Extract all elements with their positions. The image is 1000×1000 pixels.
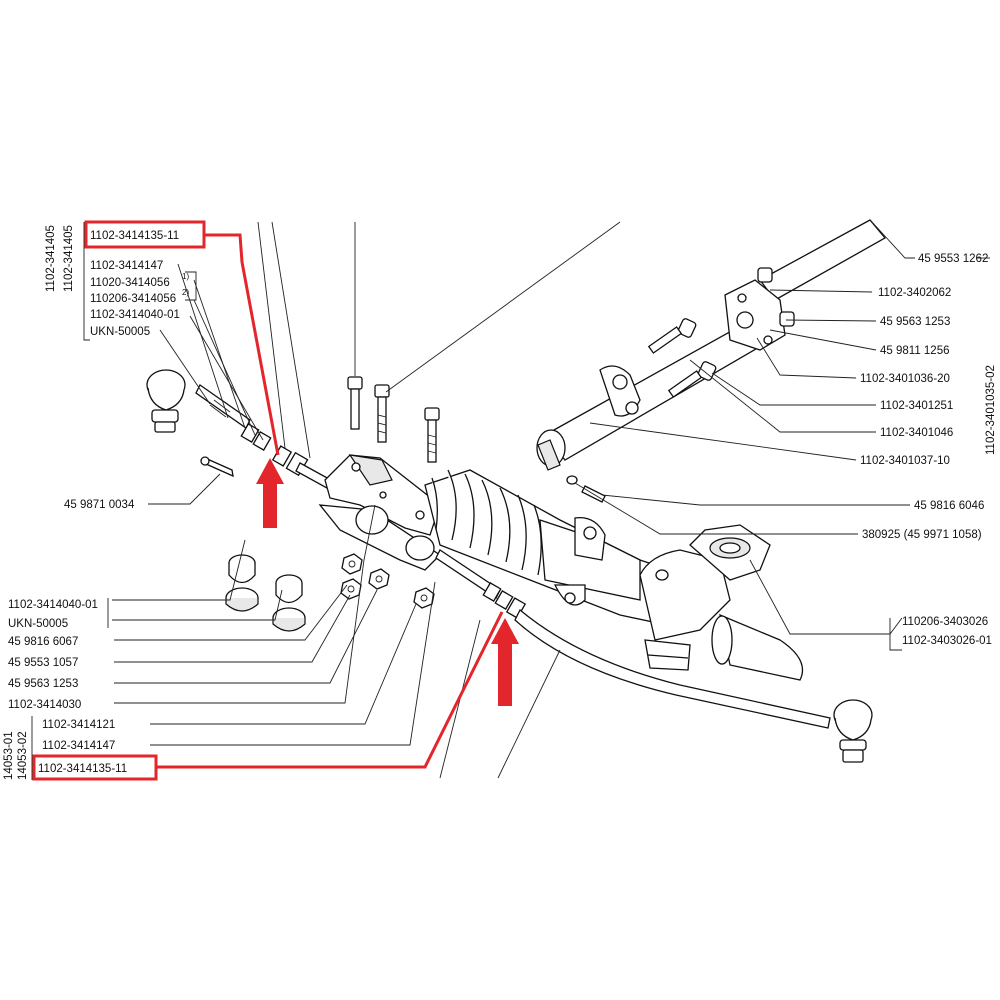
rubber-bushings: [225, 554, 306, 632]
label-b6: 1102-3414030: [8, 699, 81, 711]
cotter-pin: [200, 456, 234, 478]
label-r11: 1102-3403026-01: [902, 635, 992, 647]
label-r1: 1102-3402062: [878, 287, 951, 299]
highlight-line-top: [204, 233, 280, 456]
small-nuts: [340, 553, 435, 609]
label-b4: 45 9553 1057: [8, 657, 78, 669]
label-b5: 45 9563 1253: [8, 678, 78, 690]
label-l5: UKN-50005: [90, 326, 150, 338]
label-l2-note: 1): [182, 272, 189, 281]
label-l4: 1102-3414040-01: [90, 309, 180, 321]
label-b1: 1102-3414040-01: [8, 599, 98, 611]
label-l1: 1102-3414147: [90, 260, 163, 272]
label-r3: 45 9811 1256: [880, 345, 950, 357]
label-r7: 1102-3401037-10: [860, 455, 950, 467]
label-b3: 45 9816 6067: [8, 636, 78, 648]
highlight-arrow-up-left: [256, 458, 284, 528]
label-r0: 45 9553 1262: [918, 253, 988, 265]
label-r10: 110206-3403026: [902, 616, 988, 628]
label-b2: UKN-50005: [8, 618, 68, 630]
label-l3: 110206-3414056: [90, 293, 176, 305]
drawing: [31, 219, 990, 780]
label-r8: 45 9816 6046: [914, 500, 984, 512]
right-tie-rod: [435, 549, 873, 763]
label-vertical-1: 1102-341405: [45, 225, 57, 292]
steering-column: [536, 219, 886, 503]
label-highlight-top: 1102-3414135-11: [90, 230, 179, 242]
label-vertical-4: 14053-02: [17, 731, 29, 780]
upper-bolts: [347, 376, 440, 463]
highlight-line-bottom: [156, 611, 504, 769]
highlights: [32, 220, 519, 781]
label-l2: 11020-3414056: [90, 277, 170, 289]
highlight-arrow-up-right: [491, 618, 519, 706]
label-b8: 1102-3414147: [42, 740, 115, 752]
left-tie-rod: [146, 369, 341, 494]
label-vertical-3: 14053-01: [3, 731, 15, 780]
label-r4: 1102-3401036-20: [860, 373, 950, 385]
label-b7: 1102-3414121: [42, 719, 115, 731]
label-vertical-2: 1102-341405: [63, 225, 75, 292]
leader-lines: [31, 221, 990, 780]
part-labels: 1102-341405 1102-341405 1102-3414135-11 …: [3, 225, 997, 780]
label-l3-note: 2): [182, 288, 189, 297]
label-right-vertical: 1102-3401035-02: [985, 365, 997, 455]
label-r9: 380925 (45 9971 1058): [862, 529, 982, 541]
gear-housing: [639, 524, 804, 681]
center-bracket: [318, 454, 442, 571]
label-pin: 45 9871 0034: [64, 499, 135, 511]
label-r5: 1102-3401251: [880, 400, 953, 412]
label-highlight-bottom: 1102-3414135-11: [38, 763, 127, 775]
label-r2: 45 9563 1253: [880, 316, 950, 328]
label-r6: 1102-3401046: [880, 427, 953, 439]
